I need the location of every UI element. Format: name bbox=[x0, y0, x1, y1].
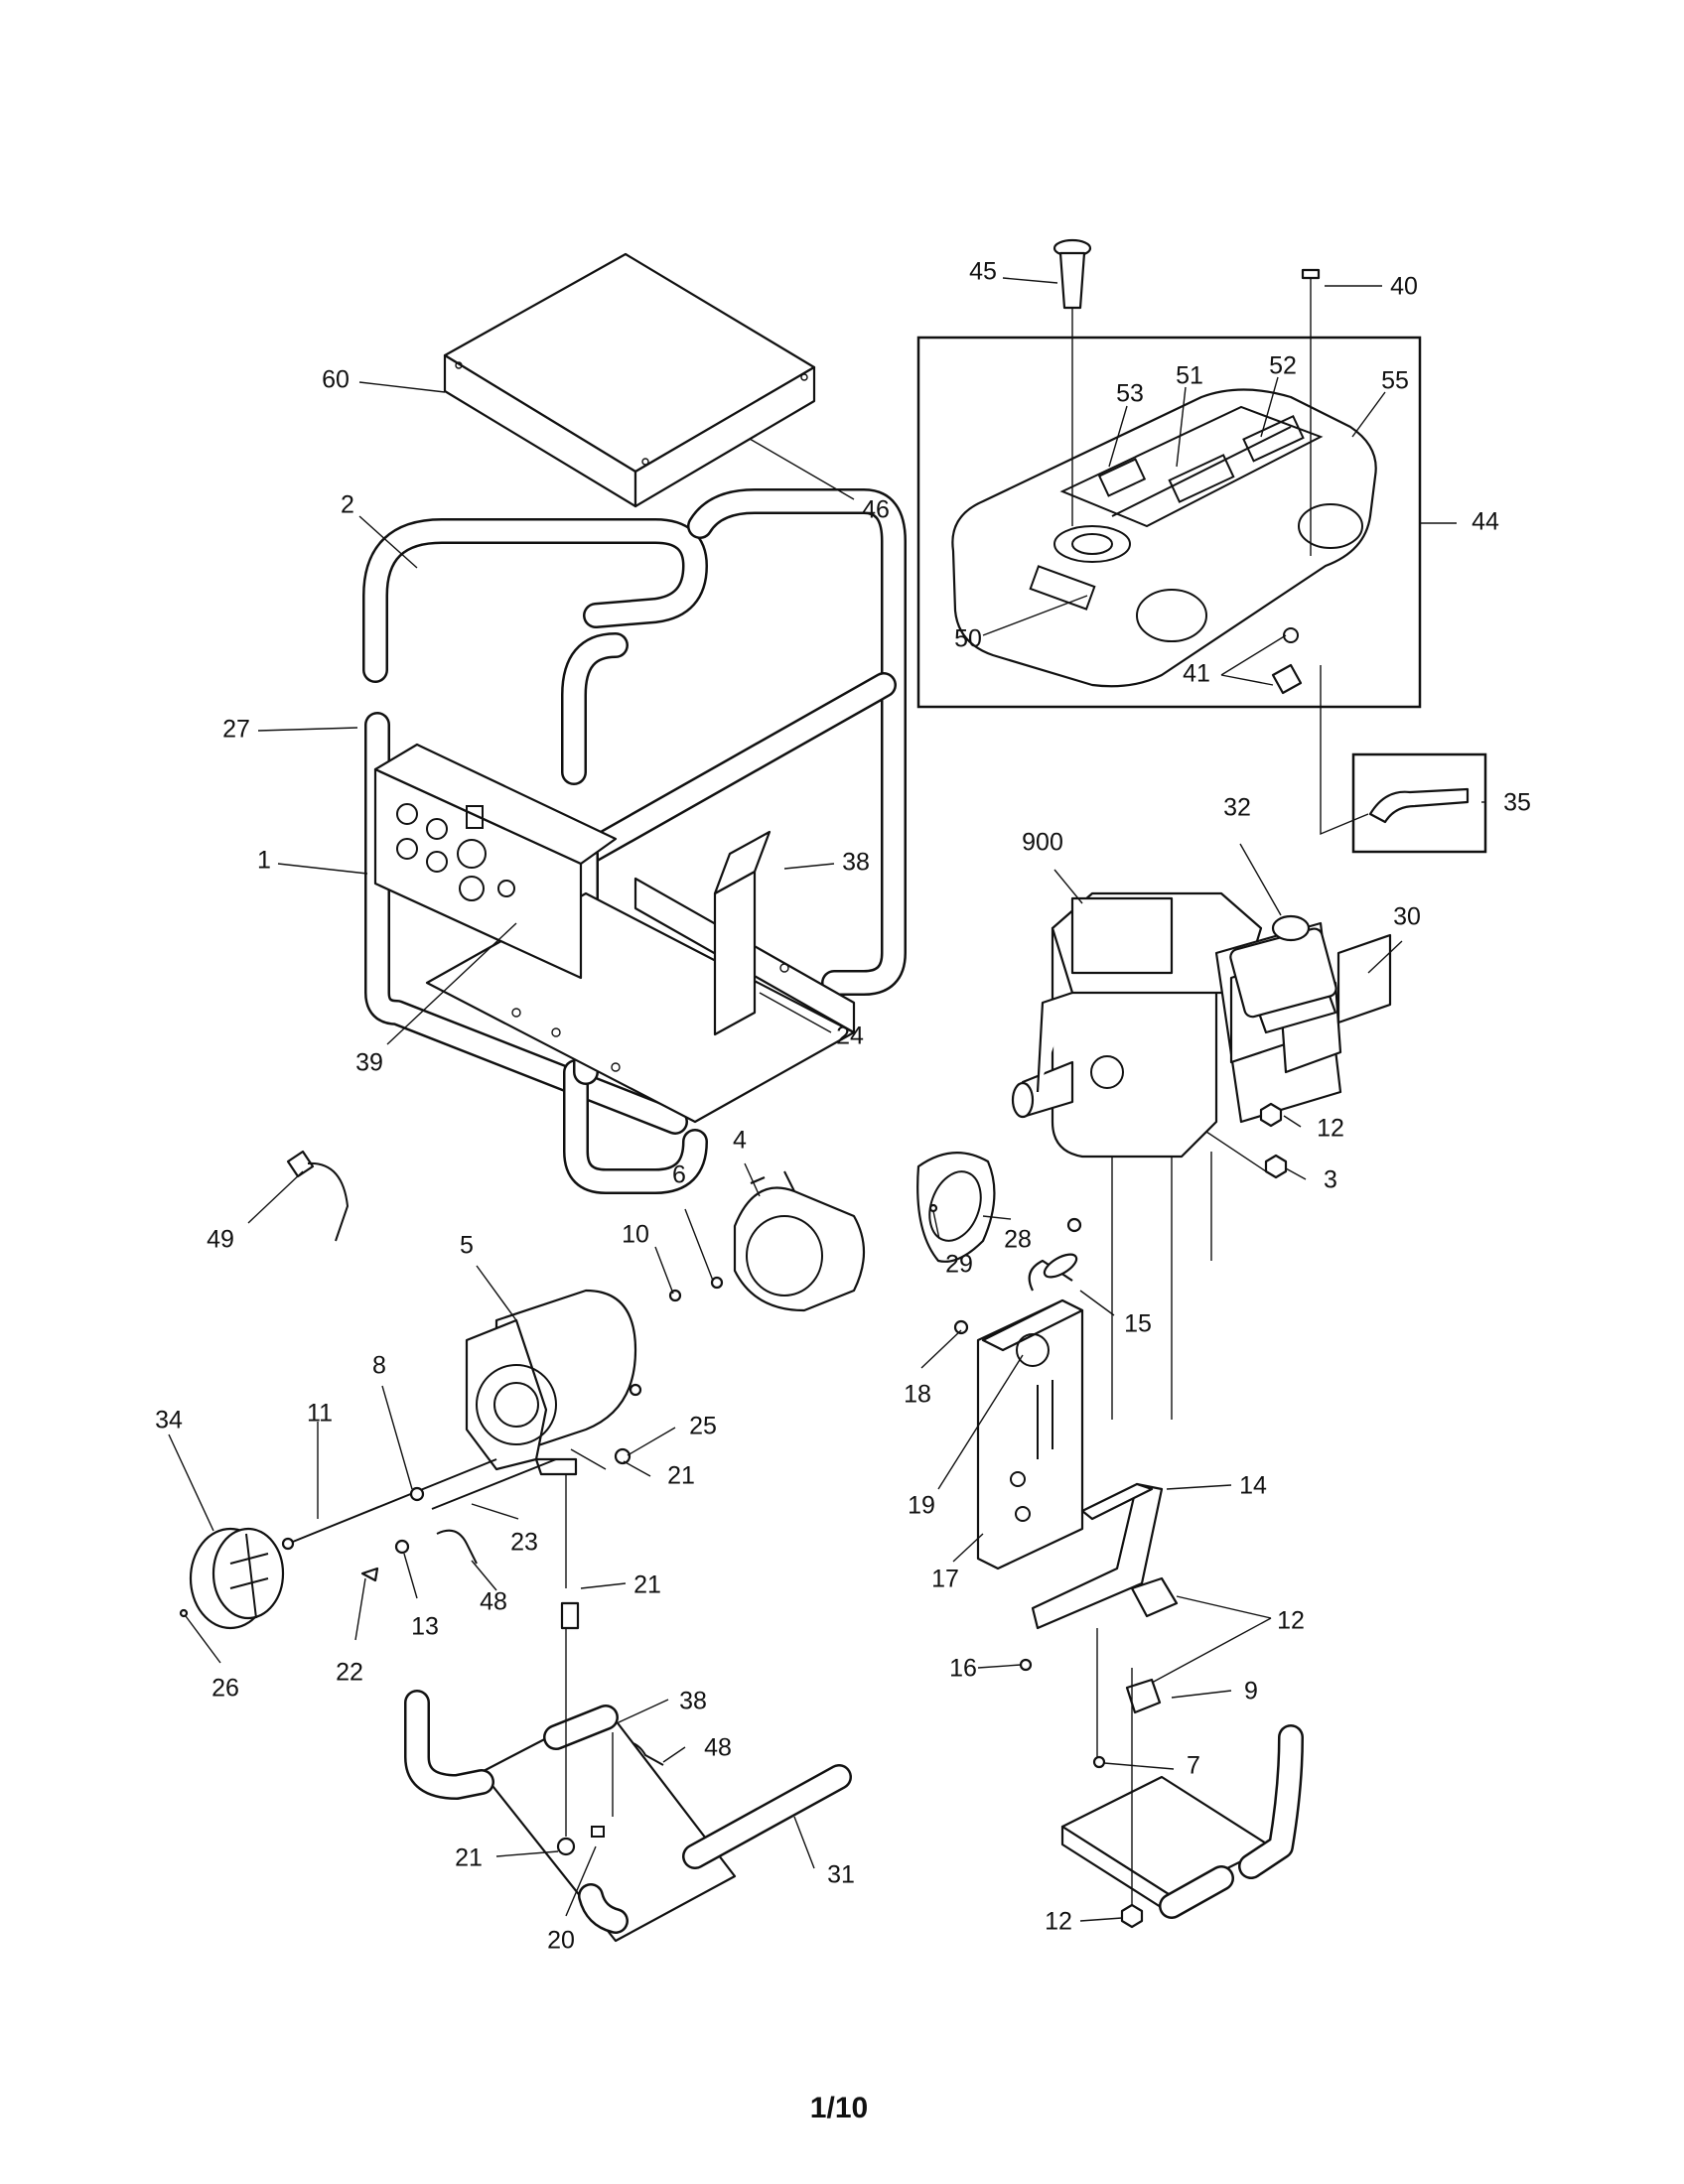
part-label-40: 40 bbox=[1390, 273, 1418, 301]
flange-gasket bbox=[916, 1152, 996, 1263]
rear-bearing-carrier bbox=[189, 1527, 285, 1630]
part-label-900: 900 bbox=[1022, 829, 1063, 857]
part-label-25: 25 bbox=[689, 1413, 717, 1440]
fuel-tank-assembly bbox=[916, 336, 1422, 709]
fuel-line-box bbox=[1320, 665, 1487, 854]
part-label-24: 24 bbox=[836, 1023, 864, 1050]
part-label-50: 50 bbox=[954, 625, 982, 653]
part-label-34: 34 bbox=[155, 1407, 183, 1434]
vibration-mount bbox=[1125, 1576, 1179, 1714]
part-label-12-base: 12 bbox=[1045, 1908, 1072, 1936]
part-label-3: 3 bbox=[1324, 1166, 1337, 1194]
part-label-32: 32 bbox=[1223, 794, 1251, 822]
part-label-22: 22 bbox=[336, 1659, 363, 1687]
part-label-6: 6 bbox=[672, 1161, 686, 1189]
part-label-39: 39 bbox=[355, 1049, 383, 1077]
part-label-2: 2 bbox=[341, 491, 354, 519]
part-label-38-base: 38 bbox=[679, 1688, 707, 1715]
part-label-16: 16 bbox=[949, 1655, 977, 1683]
part-label-46: 46 bbox=[862, 496, 890, 524]
muffler bbox=[976, 1253, 1084, 1570]
part-label-9: 9 bbox=[1244, 1678, 1258, 1706]
part-label-1: 1 bbox=[257, 847, 271, 875]
part-label-48-alternator: 48 bbox=[480, 1588, 507, 1616]
part-label-19: 19 bbox=[908, 1492, 935, 1520]
control-panel-tray bbox=[443, 252, 816, 508]
part-label-55: 55 bbox=[1381, 367, 1409, 395]
handle-tube bbox=[362, 518, 708, 785]
hardware bbox=[179, 1175, 1106, 1769]
part-label-27: 27 bbox=[222, 716, 250, 744]
part-label-15: 15 bbox=[1124, 1310, 1152, 1338]
part-label-12-bracket: 12 bbox=[1277, 1607, 1305, 1635]
part-label-52: 52 bbox=[1269, 352, 1297, 380]
left-base-cradle bbox=[404, 1628, 852, 1943]
part-label-4: 4 bbox=[733, 1127, 747, 1155]
mounting-bracket bbox=[713, 830, 772, 1036]
part-label-29: 29 bbox=[945, 1251, 973, 1279]
part-label-53: 53 bbox=[1116, 380, 1144, 408]
part-label-51: 51 bbox=[1176, 362, 1203, 390]
engine-assembly bbox=[1011, 891, 1392, 1420]
part-label-38: 38 bbox=[842, 849, 870, 877]
part-label-28: 28 bbox=[1004, 1226, 1032, 1254]
part-label-30: 30 bbox=[1393, 903, 1421, 931]
engine-cable bbox=[286, 1150, 350, 1242]
part-label-8: 8 bbox=[372, 1352, 386, 1380]
part-label-5: 5 bbox=[460, 1232, 474, 1260]
part-label-7: 7 bbox=[1187, 1752, 1200, 1780]
part-label-12-engine: 12 bbox=[1317, 1115, 1344, 1143]
muffler-bracket bbox=[1031, 1482, 1164, 1630]
frame-assembly bbox=[362, 252, 907, 1194]
through-bolt bbox=[281, 1458, 497, 1551]
part-label-21-base: 21 bbox=[455, 1844, 483, 1872]
leader-lines bbox=[168, 277, 1485, 1922]
mounting-bolt bbox=[431, 1458, 557, 1510]
alternator-assembly bbox=[465, 1289, 637, 1588]
tank-bolt bbox=[1301, 268, 1321, 556]
part-label-21-mount: 21 bbox=[633, 1571, 661, 1599]
part-label-26: 26 bbox=[211, 1675, 239, 1703]
fuel-cap bbox=[1052, 238, 1092, 526]
part-label-18: 18 bbox=[904, 1381, 931, 1409]
stator-housing bbox=[733, 1170, 866, 1312]
part-label-60: 60 bbox=[322, 366, 350, 394]
part-label-35: 35 bbox=[1503, 789, 1531, 817]
part-label-41: 41 bbox=[1183, 660, 1210, 688]
part-label-45: 45 bbox=[969, 258, 997, 286]
part-label-21-alternator: 21 bbox=[667, 1462, 695, 1490]
page-number: 1/10 bbox=[810, 2092, 868, 2124]
right-base-cradle bbox=[1060, 1628, 1304, 1929]
part-label-23: 23 bbox=[510, 1529, 538, 1557]
part-label-13: 13 bbox=[411, 1613, 439, 1641]
part-label-49: 49 bbox=[207, 1226, 234, 1254]
part-label-10: 10 bbox=[622, 1221, 649, 1249]
part-label-17: 17 bbox=[931, 1566, 959, 1593]
part-label-44: 44 bbox=[1472, 508, 1499, 536]
part-label-11: 11 bbox=[307, 1400, 333, 1428]
part-labels: 60 46 2 27 1 39 24 38 45 40 53 51 52 55 … bbox=[155, 258, 1531, 1955]
control-panel bbox=[373, 743, 618, 980]
part-label-20: 20 bbox=[547, 1927, 575, 1955]
part-label-48-base: 48 bbox=[704, 1734, 732, 1762]
part-label-14: 14 bbox=[1239, 1472, 1267, 1500]
part-label-31: 31 bbox=[827, 1861, 855, 1889]
